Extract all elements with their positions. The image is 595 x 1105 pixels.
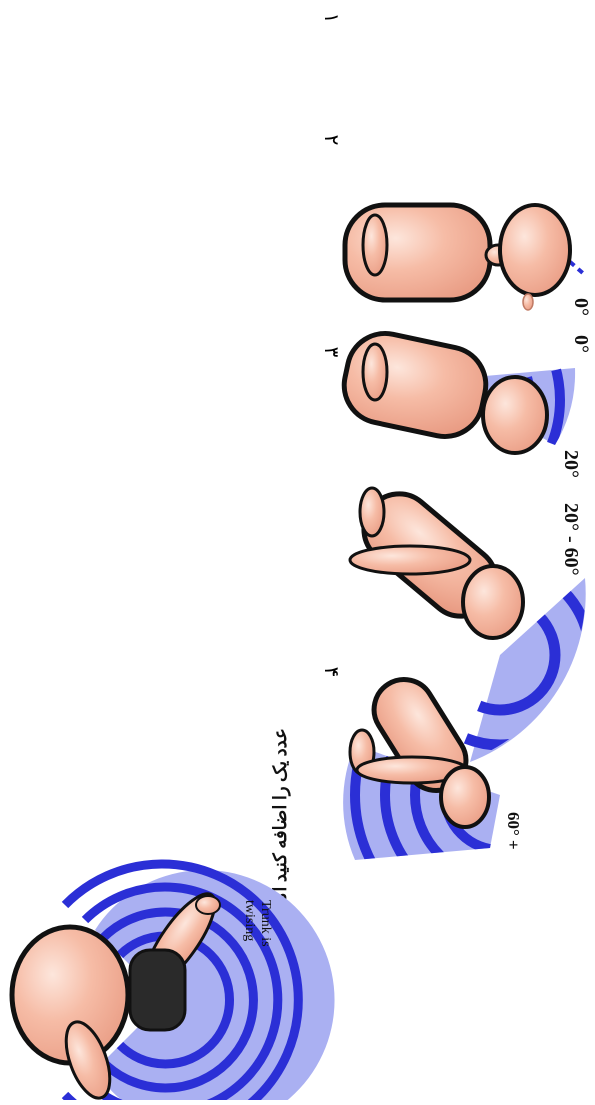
twist-label-line-2: twising bbox=[242, 900, 257, 941]
bend20-torso bbox=[337, 326, 493, 443]
score-labels: ۱ ۲ ۳ ۴ bbox=[320, 13, 342, 678]
bend-deep-head bbox=[441, 767, 489, 827]
posture-slight-bend bbox=[320, 280, 575, 520]
twist-label: Trunk is twising bbox=[242, 900, 273, 947]
upright-nose bbox=[523, 294, 533, 310]
angle-label-0-a: 0° bbox=[570, 298, 592, 316]
angle-label-20: 20° bbox=[560, 450, 582, 478]
angle-label-20-60: 20° - 60° bbox=[560, 503, 582, 576]
bend60-arm bbox=[350, 546, 470, 574]
bend20-head bbox=[483, 377, 547, 453]
twist-torso bbox=[130, 950, 185, 1030]
twist-hand bbox=[196, 896, 220, 914]
bend60-head bbox=[463, 566, 523, 638]
upright-head bbox=[500, 205, 570, 295]
bend20-waist-joint bbox=[363, 344, 387, 400]
posture-deep-bend bbox=[343, 650, 595, 940]
posture-upright bbox=[345, 205, 585, 310]
score-label-1: ۱ bbox=[320, 13, 342, 24]
angle-label-0-b: 0° bbox=[570, 335, 592, 353]
score-label-4: ۴ bbox=[320, 667, 342, 678]
bend60-waist-joint bbox=[360, 488, 384, 536]
upright-waist-joint bbox=[363, 215, 387, 275]
score-label-3: ۳ bbox=[320, 347, 342, 358]
posture-twisting bbox=[12, 864, 335, 1100]
score-label-2: ۲ bbox=[320, 135, 342, 146]
angle-label-60-plus: 60° + bbox=[504, 812, 523, 850]
twist-label-line-1: Trunk is bbox=[258, 900, 273, 947]
